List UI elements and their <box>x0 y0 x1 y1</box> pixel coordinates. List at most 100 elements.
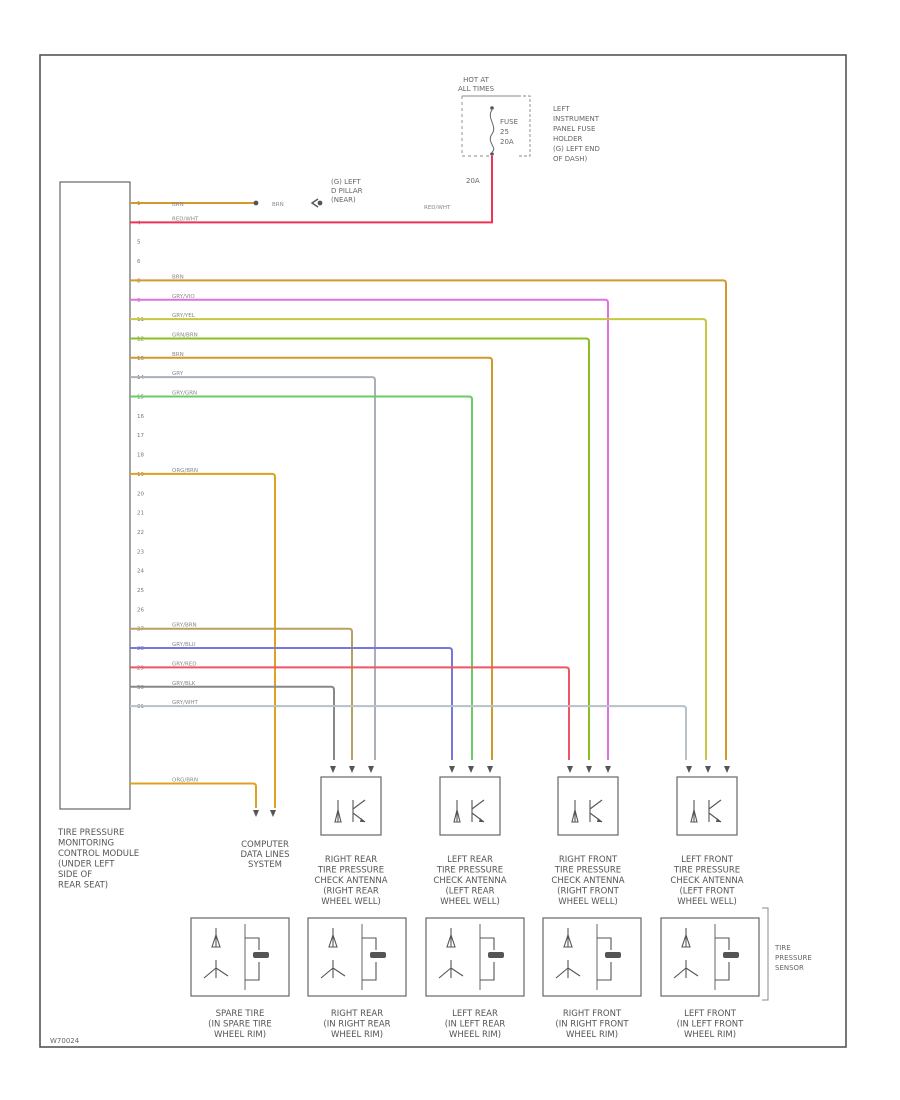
data-link-text: SYSTEM <box>248 860 282 870</box>
diagram-frame <box>39 54 847 1048</box>
antenna-label: RIGHT REAR <box>325 855 377 865</box>
antenna-box <box>676 776 738 836</box>
sensor-box <box>542 917 642 997</box>
antenna-label: TIRE PRESSURE <box>317 866 384 876</box>
fuse-text: 25 <box>500 128 509 136</box>
wire-gry-brn <box>130 627 353 760</box>
wires <box>130 156 727 808</box>
figure-id: W70024 <box>50 1037 80 1045</box>
fuse-holder-text: HOLDER <box>553 135 582 143</box>
wire-label: GRY/RED <box>172 661 196 667</box>
sensor-label: (IN RIGHT FRONT <box>555 1020 629 1030</box>
fuse-holder-text: PANEL FUSE <box>553 125 595 133</box>
antenna-box <box>439 776 501 836</box>
module-pin-label: 17 <box>137 433 144 439</box>
antenna-label: WHEEL WELL) <box>440 897 500 907</box>
module-pin-label: 16 <box>137 414 144 420</box>
sensor-label: LEFT FRONT <box>684 1009 737 1019</box>
module-pin-label: 23 <box>137 549 144 555</box>
antenna-terminal <box>686 766 692 773</box>
ground-connector-symbol <box>310 198 319 208</box>
fuse-text: FUSE <box>500 118 518 126</box>
antenna-label: CHECK ANTENNA <box>670 876 743 886</box>
wire-label: GRY/GRN <box>172 391 197 397</box>
wire-brn <box>130 356 493 760</box>
wire-label: GRY/WHT <box>172 700 199 706</box>
antenna-label: (LEFT FRONT <box>679 887 735 897</box>
antenna-label: TIRE PRESSURE <box>436 866 503 876</box>
sensor-label: WHEEL RIM) <box>331 1030 383 1040</box>
wire-grn-brn <box>130 337 590 760</box>
antenna-label: (LEFT REAR <box>445 887 494 897</box>
control-module-text: MONITORING <box>58 839 114 849</box>
sensor-label: SPARE TIRE <box>216 1009 265 1019</box>
module-pin-label: 22 <box>137 530 144 536</box>
wire-brn <box>130 279 727 760</box>
wire-label: BRN <box>172 352 184 358</box>
sensor-transistor-icon <box>673 960 699 979</box>
wire-labels: RED/WHTBRNGRY/VIOGRY/YELGRN/BRNBRNGRYGRY… <box>172 216 199 783</box>
sensor-transistor-icon <box>203 960 229 979</box>
fuse-holder-text: (G) LEFT END <box>553 145 600 153</box>
antenna-terminal <box>468 766 474 773</box>
sensor-antenna-icon <box>446 928 456 948</box>
sensor-transistor-icon <box>438 960 464 979</box>
battery-icon <box>723 952 739 958</box>
sensor-group-bracket <box>762 907 769 1001</box>
fuse-rating-label: 20A <box>466 177 480 185</box>
antenna-label: (RIGHT FRONT <box>557 887 619 897</box>
antenna-terminal <box>586 766 592 773</box>
antenna-label: WHEEL WELL) <box>558 897 618 907</box>
sensor-label: LEFT REAR <box>452 1009 498 1019</box>
sensor-lead <box>245 937 260 981</box>
ground-splice-dot <box>253 200 259 206</box>
antenna-terminal <box>349 766 355 773</box>
data-link-text: DATA LINES <box>241 850 290 860</box>
antenna-terminal <box>724 766 730 773</box>
wire-label: BRN <box>172 274 184 280</box>
sensor-lead <box>597 937 612 981</box>
module-pin-label: 26 <box>137 607 144 613</box>
sensor-antenna-icon <box>328 928 338 948</box>
fuse-housing-dashed <box>461 96 492 157</box>
antenna-terminal <box>605 766 611 773</box>
sensor-lead <box>715 937 730 981</box>
sensor-group-text: SENSOR <box>775 964 804 972</box>
sensor-label: WHEEL RIM) <box>684 1030 736 1040</box>
hot-at-all-times-text: HOT AT <box>463 76 490 84</box>
sensor-group-text: TIRE <box>774 944 791 952</box>
ground-location-text: (NEAR) <box>331 196 356 204</box>
antenna-label: LEFT REAR <box>447 855 493 865</box>
data-link-pin-1 <box>253 810 259 817</box>
sensor-transistor-icon <box>555 960 581 979</box>
sensor-antenna-icon <box>211 928 221 948</box>
wire-label: GRY/YEL <box>172 313 196 319</box>
power-wire-label: RED/WHT <box>424 205 451 211</box>
data-link-text: COMPUTER <box>241 840 289 850</box>
wire-gry-grn <box>130 395 473 760</box>
antenna-icon <box>453 799 485 823</box>
antenna-terminal <box>368 766 374 773</box>
battery-icon <box>253 952 269 958</box>
data-link-pin-2 <box>270 810 276 817</box>
wire-gry <box>130 376 376 760</box>
control-module-text: SIDE OF <box>58 870 92 880</box>
antenna-terminal <box>705 766 711 773</box>
antenna-icon <box>571 799 603 823</box>
wire-gry-blu <box>130 647 453 760</box>
wire-label: GRY <box>172 371 184 377</box>
antenna-label: LEFT FRONT <box>681 855 734 865</box>
wire-label: GRN/BRN <box>172 332 198 338</box>
control-module-text: TIRE PRESSURE <box>57 828 124 838</box>
module-pin-label: 5 <box>137 240 141 246</box>
antenna-terminal <box>449 766 455 773</box>
